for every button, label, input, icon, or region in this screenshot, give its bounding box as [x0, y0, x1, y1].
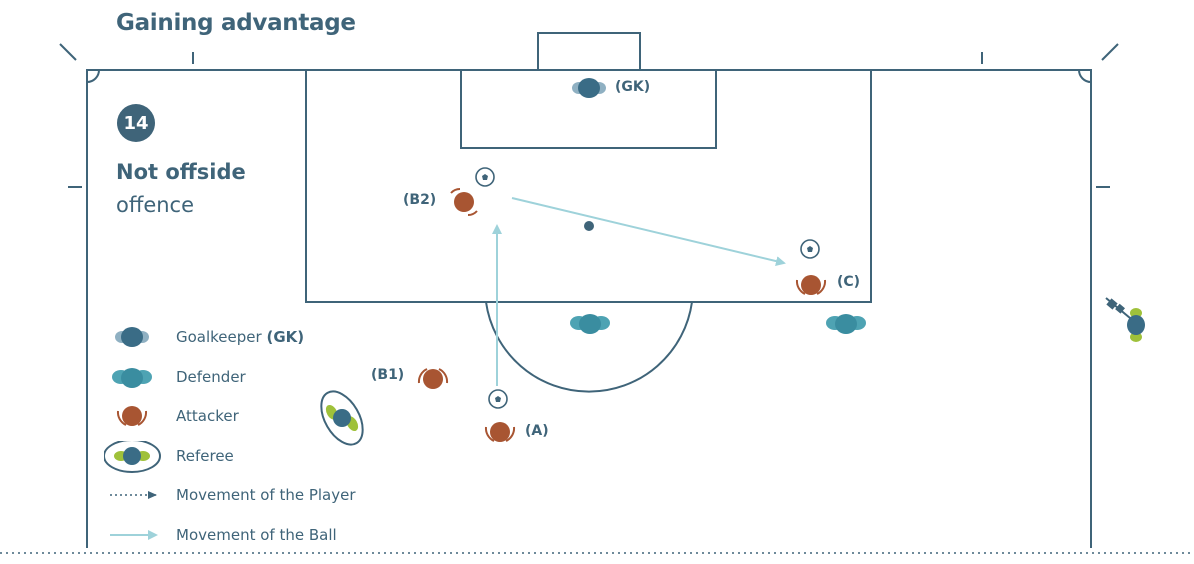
scenario-number-badge: 14: [117, 104, 155, 142]
goalkeeper-player-icon: [572, 78, 606, 98]
legend-label-ball-movement: Movement of the Ball: [176, 525, 337, 544]
ball-movement-arrow-icon: [110, 529, 158, 540]
player-label-b1: (B1): [371, 367, 405, 383]
corner-mark-right: [1101, 43, 1119, 61]
corner-arc-left: [86, 69, 100, 83]
penalty-arc: [485, 301, 693, 393]
defender-player-icon: [826, 314, 866, 334]
ball-icon: [488, 389, 508, 409]
attacker-a-player-icon: [484, 422, 516, 442]
attacker-c-player-icon: [795, 275, 827, 295]
legend-label-goalkeeper: Goalkeeper (GK): [176, 328, 305, 346]
assistant-referee-icon: [1127, 308, 1145, 342]
player-movement-arrow-icon: [110, 491, 157, 499]
penalty-area: [305, 69, 872, 303]
attacker-b2-player-icon: [450, 187, 478, 217]
referee-legend-icon: [104, 440, 161, 473]
defender-icon: [112, 367, 152, 388]
touch-and-goal-lines: [86, 69, 1092, 548]
referee-icon: [320, 390, 364, 446]
penalty-mark: [584, 221, 594, 231]
corner-mark-left: [59, 43, 77, 61]
goalkeeper-icon: [115, 327, 149, 347]
player-label-b2: (B2): [403, 192, 437, 208]
legend-label-player-movement: Movement of the Player: [176, 486, 356, 504]
legend-label-defender: Defender: [176, 367, 246, 386]
legend-label-attacker: Attacker: [176, 407, 239, 425]
goal-area: [460, 69, 717, 149]
ball-pass-arrow-to-c: [511, 197, 786, 267]
pitch-lines: [59, 32, 1119, 548]
flag-icon: [1105, 297, 1131, 319]
ball-icon: [800, 239, 820, 259]
attacker-icon: [116, 406, 148, 426]
corner-arc-right: [1078, 69, 1092, 83]
decision-subheading: offence: [116, 193, 195, 217]
player-label-gk: (GK): [615, 79, 651, 95]
ball-icon: [475, 167, 495, 187]
player-label-c: (C): [837, 274, 861, 290]
legend-label-referee: Referee: [176, 446, 234, 465]
defender-player-icon: [570, 314, 610, 334]
player-label-a: (A): [525, 423, 549, 439]
decision-heading: Not offside: [116, 160, 246, 184]
diagram-title: Gaining advantage: [116, 10, 356, 36]
goal: [537, 32, 641, 71]
attacker-b1-player-icon: [417, 368, 449, 389]
